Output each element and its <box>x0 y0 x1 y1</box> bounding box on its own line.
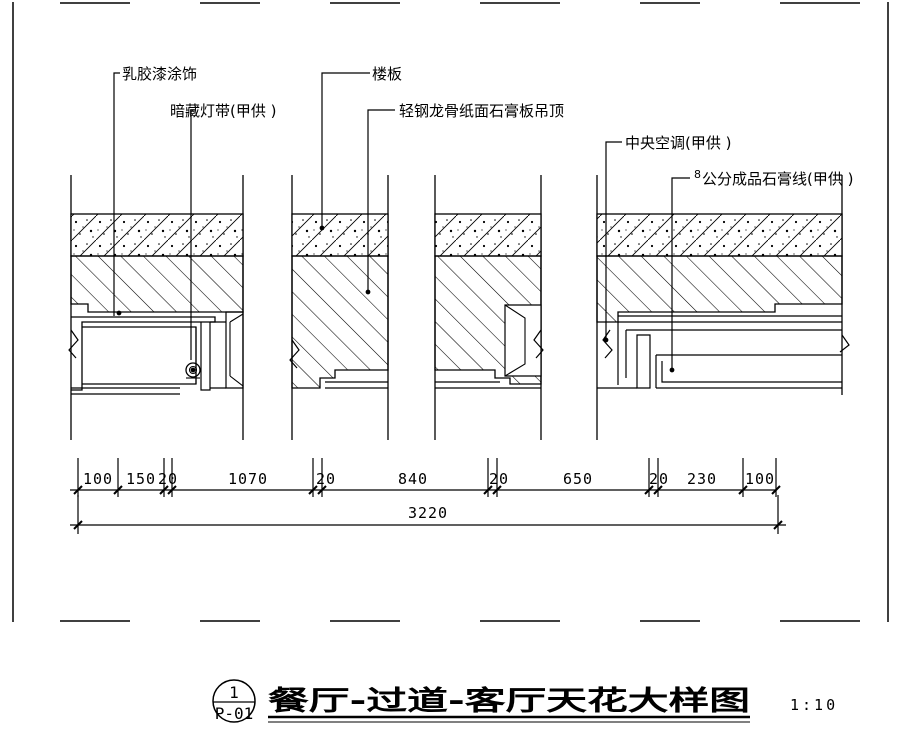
label-central-ac: 中央空调(甲供 ) <box>625 134 731 152</box>
frame <box>12 2 889 622</box>
section-corridor-left <box>289 175 389 440</box>
drawing-scale: 1:10 <box>790 696 838 714</box>
dim-1070: 1070 <box>228 470 268 488</box>
label-gypsum-line-num: 8 <box>694 168 701 181</box>
dim-20-b: 20 <box>316 470 336 488</box>
leader-lines <box>113 72 690 373</box>
label-gypsum-line: 公分成品石膏线(甲供 ) <box>702 170 853 188</box>
section-dining <box>68 175 244 440</box>
detail-bubble <box>212 679 256 723</box>
sheet-number: P-01 <box>215 704 254 723</box>
dimension-chain <box>70 458 786 534</box>
dim-20-a: 20 <box>158 470 178 488</box>
dim-20-d: 20 <box>649 470 669 488</box>
dimension-values: 100 150 20 1070 20 840 20 650 20 230 100… <box>83 470 775 522</box>
section-living <box>596 175 850 440</box>
label-floor-slab: 楼板 <box>372 65 402 83</box>
dim-100-right: 100 <box>745 470 775 488</box>
dim-total: 3220 <box>408 504 448 522</box>
dim-20-c: 20 <box>489 470 509 488</box>
title-block: 1 P-01 餐厅-过道-客厅天花大样图 1:10 <box>212 679 838 723</box>
dim-230: 230 <box>687 470 717 488</box>
label-hidden-light: 暗藏灯带(甲供 ) <box>170 102 276 120</box>
drawing-title: 餐厅-过道-客厅天花大样图 <box>268 685 750 717</box>
label-latex-paint: 乳胶漆涂饰 <box>122 65 197 83</box>
label-gypsum-ceiling: 轻钢龙骨纸面石膏板吊顶 <box>399 102 564 120</box>
dim-150: 150 <box>126 470 156 488</box>
annotation-labels: 乳胶漆涂饰 暗藏灯带(甲供 ) 楼板 轻钢龙骨纸面石膏板吊顶 中央空调(甲供 )… <box>122 65 853 188</box>
dim-840: 840 <box>398 470 428 488</box>
dim-650: 650 <box>563 470 593 488</box>
section-corridor-right <box>434 175 544 440</box>
dim-100-left: 100 <box>83 470 113 488</box>
detail-number: 1 <box>229 683 239 702</box>
